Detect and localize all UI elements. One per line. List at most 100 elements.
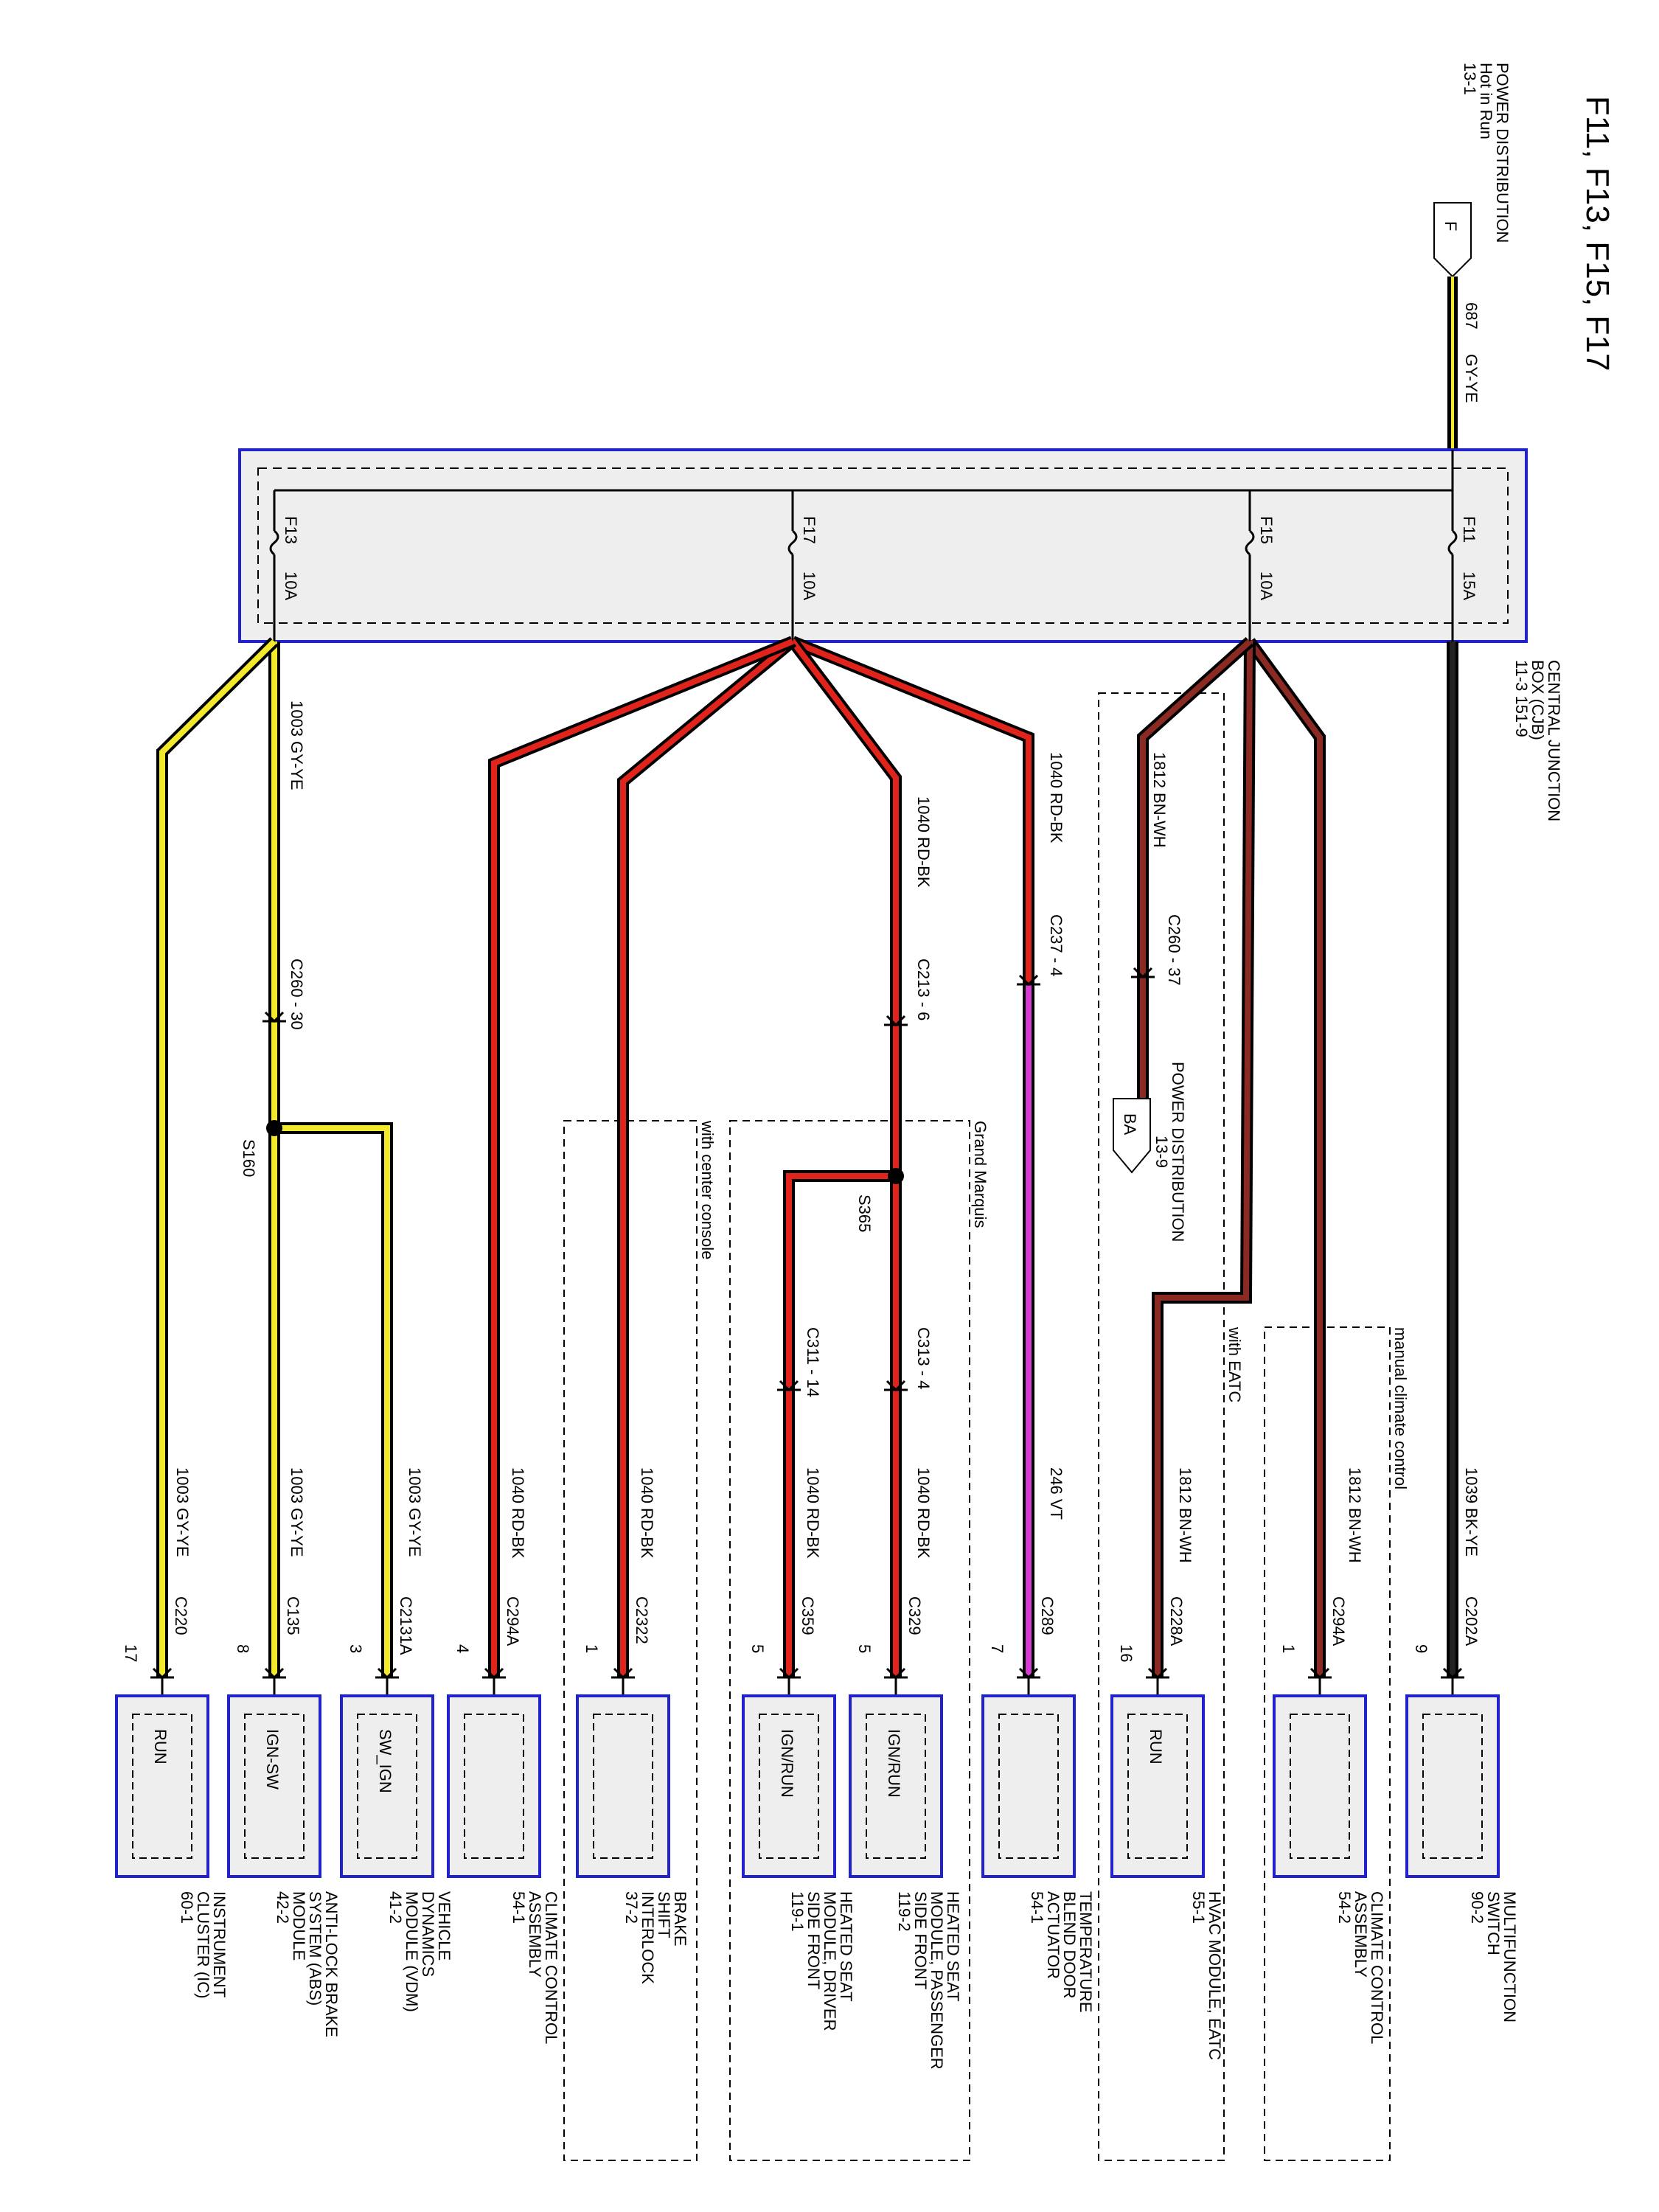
component-1-connector: C294A — [1329, 1596, 1348, 1646]
wire-1040-interlock-label: 1040 RD-BK — [638, 1467, 656, 1559]
fuse-f17-rating: 10A — [800, 571, 818, 600]
component-7-name-1: ASSEMBLY — [526, 1891, 544, 1978]
ba-connector — [1113, 1098, 1151, 1174]
component-5-inner-label: IGN/RUN — [778, 1729, 796, 1798]
splice-s365-label: S365 — [855, 1194, 874, 1232]
wire-1040-temp-fill — [791, 639, 1032, 984]
component-4-name-1: MODULE, PASSENGER — [928, 1891, 946, 2070]
component-7-pin: 4 — [453, 1644, 472, 1653]
wire-1003-top-label: 1003 GY-YE — [288, 700, 306, 790]
power-source-label: POWER DISTRIBUTION — [1493, 63, 1512, 243]
component-3-pin: 7 — [988, 1644, 1006, 1653]
wire-1040-passenger-fill — [790, 639, 899, 1677]
component-8-name-0: VEHICLE — [435, 1891, 453, 1961]
component-2-box — [1110, 1694, 1205, 1878]
wire-1040-climate-label: 1040 RD-BK — [509, 1467, 527, 1559]
component-9-pin: 8 — [234, 1644, 252, 1653]
option-box-center-console — [563, 1120, 698, 2161]
fuse-f13-rating: 10A — [282, 571, 300, 600]
component-6-name-0: BRAKE — [671, 1891, 689, 1947]
option-box-grand-marquis — [729, 1120, 970, 2161]
component-0-name-0: MULTIFUNCTION — [1500, 1891, 1519, 2023]
ba-connector-label: BA — [1121, 1113, 1139, 1135]
component-8-name-2: MODULE (VDM) — [403, 1891, 421, 2012]
component-4-box — [849, 1694, 943, 1878]
splice-s160 — [266, 1120, 282, 1136]
component-4-name-3: 119-2 — [895, 1891, 914, 1932]
component-4-name-2: SIDE FRONT — [911, 1891, 930, 1989]
component-8-name-1: DYNAMICS — [419, 1891, 437, 1977]
option-grand-marquis-label: Grand Marquis — [971, 1121, 990, 1228]
wire-1040-interlock-fill — [620, 639, 795, 1677]
inline-c260-30-mark — [264, 1011, 285, 1023]
inline-c313-4-mark — [886, 1380, 906, 1392]
component-9-connector: C135 — [284, 1596, 302, 1635]
wire-1812-ba — [1137, 637, 1254, 1099]
fuse-f13 — [269, 490, 279, 641]
inline-c213-6-mark — [886, 1015, 906, 1027]
wire-1040-driver-label: 1040 RD-BK — [804, 1467, 822, 1559]
component-3-name-1: BLEND DOOR — [1060, 1891, 1079, 1998]
power-input-connector — [1433, 202, 1472, 278]
component-3-name-2: ACTUATOR — [1044, 1891, 1062, 1979]
component-9-inner-label: IGN-SW — [263, 1729, 282, 1790]
inline-c237-4-mark — [1018, 974, 1039, 987]
component-4-inner — [866, 1714, 926, 1859]
wire-687-color: GY-YE — [1462, 354, 1481, 403]
wire-1812-manual — [1245, 638, 1326, 1677]
component-4-inner-label: IGN/RUN — [885, 1729, 903, 1798]
cjb-inner-outline — [257, 467, 1509, 624]
component-2-inner — [1127, 1714, 1188, 1859]
component-10-inner — [132, 1714, 192, 1859]
option-box-manual — [1264, 1326, 1391, 2161]
option-center-console-label: with center console — [698, 1120, 717, 1259]
component-10-connector: C220 — [172, 1596, 190, 1635]
component-6-name-3: 37-2 — [622, 1891, 641, 1924]
component-1-inner — [1290, 1714, 1350, 1859]
component-5-name-1: MODULE, DRIVER — [821, 1891, 839, 2031]
component-5-box — [742, 1694, 836, 1878]
power-source-ref: 13-1 — [1461, 63, 1479, 95]
component-6-name-1: SHIFT — [655, 1891, 673, 1938]
wire-1003-ic-label: 1003 GY-YE — [173, 1467, 192, 1557]
connector-c237-4-label: C237 - 4 — [1047, 914, 1065, 976]
splice-s160-label: S160 — [240, 1139, 258, 1177]
component-4-pin: 5 — [855, 1644, 874, 1653]
component-8-inner — [357, 1714, 417, 1859]
component-6-inner — [593, 1714, 653, 1859]
wire-1812-manual-fill — [1247, 639, 1323, 1677]
component-6-box — [576, 1694, 670, 1878]
ba-destination-label: POWER DISTRIBUTION — [1169, 1062, 1187, 1242]
wire-1040-passenger-label: 1040 RD-BK — [914, 1467, 933, 1559]
wire-1040-top-b-label: 1040 RD-BK — [914, 796, 933, 888]
component-8-pin: 3 — [347, 1644, 365, 1653]
wire-1003-ic-fill — [159, 639, 276, 1677]
wire-1040-driver-fill — [786, 1173, 896, 1677]
component-5-inner — [759, 1714, 819, 1859]
wire-1003-vdm-label: 1003 GY-YE — [406, 1467, 424, 1557]
inline-c311-14-mark — [779, 1380, 799, 1392]
connector-c313-4-label: C313 - 4 — [914, 1327, 933, 1389]
central-junction-box — [238, 448, 1528, 643]
component-6-name-2: INTERLOCK — [639, 1891, 657, 1984]
cjb-ref: 11-3 151-9 — [1512, 660, 1531, 737]
component-7-name-0: CLIMATE CONTROL — [542, 1891, 560, 2044]
component-4-name-0: HEATED SEAT — [944, 1891, 962, 2002]
component-3-connector: C289 — [1038, 1596, 1057, 1635]
component-2-name-0: HVAC MODULE, EATC — [1206, 1891, 1224, 2060]
inline-c260-37-mark — [1133, 967, 1153, 979]
component-5-pin: 5 — [748, 1644, 767, 1653]
component-10-box — [115, 1694, 209, 1878]
splice-s365 — [888, 1168, 904, 1184]
component-0-connector: C202A — [1462, 1596, 1481, 1646]
fuse-f17 — [787, 490, 798, 641]
